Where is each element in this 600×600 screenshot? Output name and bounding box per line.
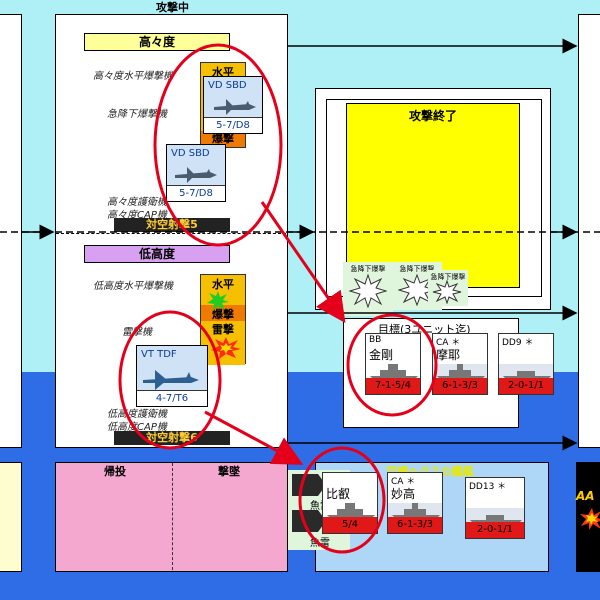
burst-label: 急降下爆撃 — [430, 273, 466, 281]
ship-name: 金剛 — [369, 348, 394, 362]
ship-counter-hiei[interactable]: 比叡 5/4 — [322, 472, 378, 534]
bomb-burst-icon — [398, 274, 436, 306]
high-aa-fire-bar: 対空射撃5 — [114, 218, 230, 232]
destroyer-icon — [499, 364, 553, 380]
return-label: 帰投 — [104, 465, 126, 478]
burst-label: 急降下爆撃 — [350, 265, 386, 273]
ship-class: DD9 ＊ — [502, 338, 534, 348]
high-escort-label: 高々度護衛機 — [107, 197, 167, 208]
ship-strength: 2-0-1/1 — [499, 378, 553, 394]
low-escort-label: 低高度護衛機 — [107, 409, 167, 420]
battleship-icon — [366, 364, 420, 380]
return-shotdown-box: 帰投 撃墜 — [55, 462, 288, 572]
explosion-icon — [211, 337, 241, 359]
highlight-circle-torpedo-bomber — [118, 310, 222, 450]
bomb-burst-icon — [349, 274, 387, 308]
cruiser-icon — [388, 503, 442, 519]
torpedo-bomber-icon — [143, 370, 199, 390]
aircraft-type-label: VD SBD — [208, 80, 247, 91]
ship-strength: 7-1-5/4 — [366, 378, 420, 394]
low-marker-bottom-label: 雷撃 — [212, 323, 234, 336]
burst-label: 急降下爆撃 — [399, 265, 435, 273]
torpedo-bomber-label: 雷撃機 — [122, 327, 152, 338]
torpedo-marker-label: 魚雷 — [310, 501, 330, 512]
red-arrow-to-dive-targets — [260, 201, 346, 323]
highlight-circle-kongo — [346, 313, 438, 417]
ship-strength: 6-1-3/3 — [388, 517, 442, 533]
aircraft-type-label: VD SBD — [171, 148, 210, 159]
aircraft-code-label: 4-7/T6 — [137, 390, 207, 406]
aircraft-counter-vd-sbd-2[interactable]: VD SBD 5-7/D8 — [166, 144, 226, 202]
high-altitude-header: 高々度 — [84, 33, 230, 51]
cruiser-icon — [433, 364, 487, 380]
ship-strength: 6-1-3/3 — [433, 378, 487, 394]
bomb-burst-icon — [432, 280, 462, 304]
highlight-circle-dive-bombers — [153, 43, 283, 247]
high-dive-bomber-label: 急降下爆撃機 — [107, 109, 167, 120]
attack-end-title: 攻撃終了 — [408, 109, 457, 123]
ship-strength: 5/4 — [323, 517, 377, 533]
battleship-icon — [323, 503, 377, 519]
low-level-bomber-label: 低高度水平爆撃機 — [93, 281, 173, 292]
high-level-bomber-label: 高々度水平爆撃機 — [93, 71, 173, 82]
aircraft-code-label: 5-7/D8 — [204, 117, 262, 133]
dive-bomb-burst-1[interactable]: 急降下爆撃 — [343, 262, 393, 316]
low-marker-mid-band — [201, 305, 245, 321]
aircraft-counter-vd-sbd-1[interactable]: VD SBD 5-7/D8 — [203, 76, 263, 134]
right-edge-panel-top — [578, 14, 600, 448]
high-cap-label: 高々度CAP機 — [107, 210, 167, 221]
ship-name: 妙高 — [391, 487, 416, 501]
attack-panel-title: 攻撃中 — [56, 1, 289, 14]
ship-name: 比叡 — [326, 487, 351, 501]
low-altitude-header: 低高度 — [84, 245, 230, 263]
explosion-icon — [580, 508, 600, 530]
left-edge-panel-bottom — [0, 462, 22, 572]
highlight-circle-hiei — [298, 446, 386, 554]
altitude-divider — [56, 233, 286, 234]
dive-bomber-icon — [175, 167, 217, 183]
high-marker-top-label: 水平 — [212, 66, 234, 79]
high-marker-bottom-label: 爆撃 — [212, 132, 234, 145]
ship-strength: 2-0-1/1 — [466, 522, 524, 538]
ship-class: BB — [369, 335, 382, 345]
destroyer-icon — [466, 508, 524, 524]
left-edge-panel-top — [0, 14, 22, 448]
dive-bomber-icon — [214, 99, 256, 115]
return-divider — [172, 463, 173, 570]
low-marker-top-label: 水平 — [212, 278, 234, 291]
red-arrow-to-torpedo-targets — [204, 410, 304, 465]
ship-class: DD13 ＊ — [469, 482, 507, 492]
ship-counter-maya[interactable]: CA ＊ 摩耶 6-1-3/3 — [432, 333, 488, 395]
right-edge-aa-tag: AA — [576, 489, 595, 503]
ship-counter-dd13[interactable]: DD13 ＊ 2-0-1/1 — [465, 477, 525, 539]
aircraft-code-label: 5-7/D8 — [167, 185, 225, 201]
low-cap-label: 低高度CAP機 — [107, 422, 167, 433]
ship-counter-myoko[interactable]: CA ＊ 妙高 6-1-3/3 — [387, 472, 443, 534]
high-marker-bottom-band — [201, 131, 245, 147]
ship-class: CA ＊ — [436, 338, 461, 348]
right-edge-panel-bottom: AA — [576, 462, 600, 572]
dive-bomb-burst-3[interactable]: 急降下爆撃 — [428, 270, 468, 306]
ship-name: 摩耶 — [436, 348, 461, 362]
ship-counter-kongo[interactable]: BB 金剛 7-1-5/4 — [365, 333, 421, 395]
ship-counter-dd9[interactable]: DD9 ＊ 2-0-1/1 — [498, 333, 554, 395]
shotdown-label: 撃墜 — [218, 465, 240, 478]
aircraft-type-label: VT TDF — [141, 349, 177, 360]
hit-burst-icon — [207, 291, 229, 311]
aircraft-counter-vt-tdf[interactable]: VT TDF 4-7/T6 — [136, 345, 208, 407]
low-marker-mid-label: 爆撃 — [212, 308, 234, 321]
ship-class: CA ＊ — [391, 477, 416, 487]
